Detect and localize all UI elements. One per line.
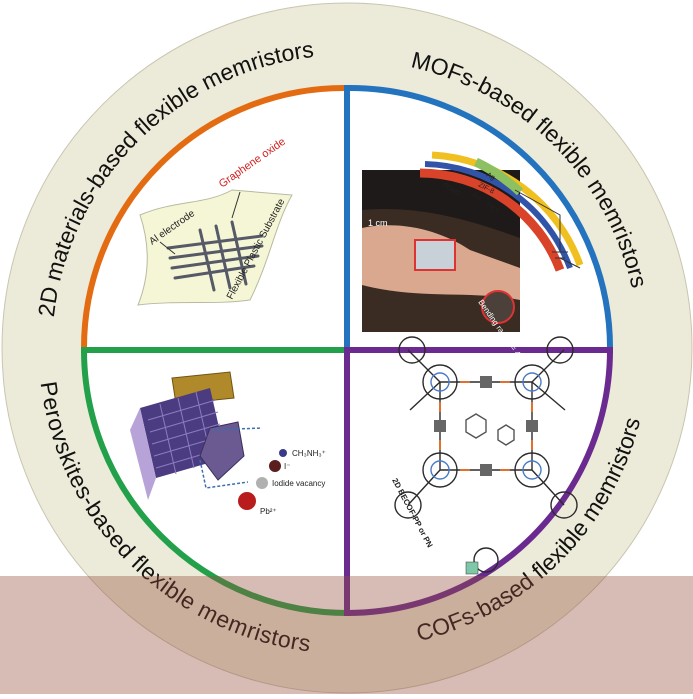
electrode-pointer <box>159 241 176 255</box>
small-color-square <box>465 561 479 575</box>
lattice-grid <box>147 391 225 475</box>
panel-mof-device: 1 cm Bending radius = 4.5 mm Ag ZIF-8 Au… <box>362 151 584 376</box>
pore-insert-molecules <box>465 413 515 446</box>
porphyrin-node-top-left <box>422 364 458 400</box>
legend-text-iodide: I⁻ <box>284 462 290 471</box>
porphyrin-node-bottom <box>394 491 578 573</box>
legend-dot-methylammonium <box>279 449 287 457</box>
bending-radius-inset <box>481 290 515 324</box>
flexible-substrate-sheet <box>137 189 293 306</box>
layer-label-ag: Ag <box>485 172 496 182</box>
graphene-pointer <box>231 191 241 219</box>
legend-dot-vacancy <box>256 477 268 489</box>
porphyrin-node-bottom-right <box>514 452 550 488</box>
panel-cof-structure <box>394 336 578 573</box>
device-on-wrist <box>414 239 456 271</box>
panel-perovskite-structure: CH₃NH₃⁺ I⁻ Iodide vacancy Pb²⁺ <box>130 371 326 516</box>
circuit-wire <box>514 189 581 269</box>
scale-label: 1 cm <box>368 218 388 228</box>
layer-arc-yellow <box>431 151 584 267</box>
legend-dot-lead <box>238 492 256 510</box>
quadrant-border-mof <box>344 84 614 353</box>
layer-arc-green <box>474 157 524 196</box>
linker-orange-accents <box>439 381 533 471</box>
quadrant-border-cof <box>344 347 614 617</box>
porphyrin-node-top-right <box>514 364 550 400</box>
perovskite-lattice-side <box>130 408 156 500</box>
linker-nodes <box>434 376 538 476</box>
electrode-lines <box>166 220 264 292</box>
layer-arc-red <box>419 168 565 272</box>
legend-dot-iodide <box>269 460 281 472</box>
octahedron-zoom <box>199 421 245 481</box>
quadrant-border-2d <box>80 84 350 353</box>
porphyrin-node-bottom-left <box>422 452 458 488</box>
legend-text-vacancy: Iodide vacancy <box>272 479 325 488</box>
zoom-connector <box>199 427 263 489</box>
legend-text-lead: Pb²⁺ <box>260 507 277 516</box>
cof-framework-edges <box>407 349 566 506</box>
quadrant-border-perovskite <box>80 347 350 617</box>
porphyrin-node-top <box>398 336 574 364</box>
legend-text-methylammonium: CH₃NH₃⁺ <box>292 449 326 458</box>
layer-label-au: Au <box>471 192 482 202</box>
